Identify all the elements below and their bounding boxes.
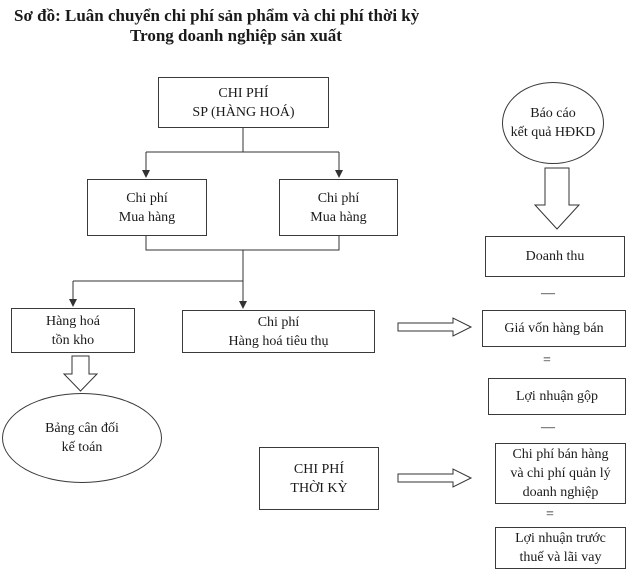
bang-can-doi-line2: kế toán: [61, 440, 103, 455]
hang-tieu-thu-line2: Hàng hoá tiêu thụ: [228, 333, 329, 349]
chi-phi-ban-hang-line1: Chi phí bán hàng: [512, 447, 609, 462]
mua-hang-left-line1: Chi phí: [126, 190, 168, 206]
gia-von-label: Giá vốn hàng bán: [504, 321, 604, 336]
equals-operator-1: =: [543, 353, 551, 368]
hang-tieu-thu-line1: Chi phí: [257, 314, 300, 330]
bao-cao-ellipse: Báo cáo kết quả HĐKD: [502, 82, 604, 164]
hang-ton-kho-line2: tồn kho: [51, 332, 95, 348]
mua-hang-right-line1: Chi phí: [317, 190, 360, 206]
loi-nhuan-truoc-thue-line1: Lợi nhuận trước: [515, 531, 606, 546]
equals-operator-2: =: [546, 507, 554, 522]
gia-von-box: Giá vốn hàng bán: [482, 310, 626, 347]
chi-phi-thoi-ky-line1: CHI PHÍ: [293, 461, 345, 477]
block-arrow-bao-cao: [533, 167, 581, 230]
connector-top-split: [146, 128, 339, 153]
chi-phi-sp-line1: CHI PHÍ: [218, 85, 269, 101]
hang-tieu-thu-box: Chi phí Hàng hoá tiêu thụ: [182, 310, 375, 353]
loi-nhuan-truoc-thue-line2: thuế và lãi vay: [519, 550, 602, 565]
mua-hang-right-box: Chi phí Mua hàng: [279, 179, 398, 236]
chi-phi-thoi-ky-line2: THỜI KỲ: [290, 480, 348, 496]
mua-hang-right-line2: Mua hàng: [310, 209, 367, 225]
loi-nhuan-truoc-thue-box: Lợi nhuận trước thuế và lãi vay: [495, 527, 626, 569]
bao-cao-line2: kết quả HĐKD: [510, 125, 596, 140]
chi-phi-sp-box: CHI PHÍ SP (HÀNG HOÁ): [158, 77, 329, 128]
minus-operator-1: —: [541, 286, 555, 301]
chi-phi-ban-hang-line2: và chi phí quản lý: [510, 466, 611, 481]
hang-ton-kho-box: Hàng hoá tồn kho: [11, 308, 135, 353]
hang-ton-kho-line1: Hàng hoá: [45, 313, 101, 329]
loi-nhuan-gop-label: Lợi nhuận gộp: [515, 389, 599, 404]
connector-merge: [73, 236, 340, 282]
diagram-title: Sơ đồ: Luân chuyển chi phí sản phẩm và c…: [14, 6, 420, 25]
diagram-subtitle: Trong doanh nghiệp sản xuất: [130, 26, 342, 45]
chi-phi-ban-hang-box: Chi phí bán hàng và chi phí quản lý doan…: [495, 443, 626, 504]
loi-nhuan-gop-box: Lợi nhuận gộp: [488, 378, 626, 415]
bang-can-doi-ellipse: Bảng cân đối kế toán: [2, 393, 162, 483]
block-arrow-thoi-ky: [397, 468, 473, 488]
bang-can-doi-line1: Bảng cân đối: [45, 421, 119, 436]
doanh-thu-box: Doanh thu: [485, 236, 625, 277]
chi-phi-thoi-ky-box: CHI PHÍ THỜI KỲ: [259, 447, 379, 510]
block-arrow-tieu-thu: [397, 317, 473, 337]
bao-cao-line1: Báo cáo: [530, 106, 576, 121]
minus-operator-2: —: [541, 420, 555, 435]
mua-hang-left-box: Chi phí Mua hàng: [87, 179, 207, 236]
block-arrow-ton-kho: [62, 355, 99, 392]
mua-hang-left-line2: Mua hàng: [118, 209, 176, 225]
doanh-thu-label: Doanh thu: [525, 249, 585, 264]
chi-phi-ban-hang-line3: doanh nghiệp: [522, 485, 599, 500]
chi-phi-sp-line2: SP (HÀNG HOÁ): [192, 104, 295, 120]
